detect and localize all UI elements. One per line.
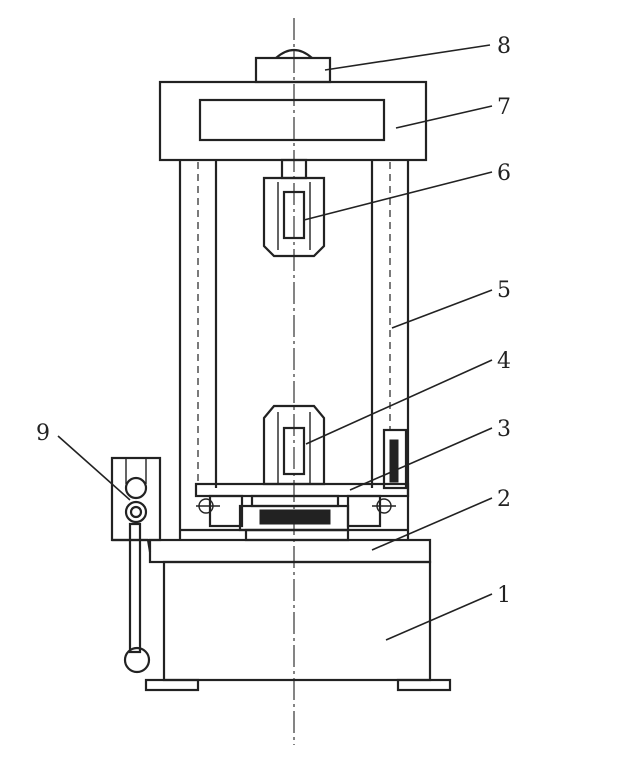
label-7: 7 — [497, 95, 511, 120]
label-6: 6 — [497, 161, 511, 186]
upper-crosshead — [158, 80, 428, 162]
label-3: 3 — [497, 417, 511, 442]
label-4: 4 — [497, 349, 511, 374]
label-1: 1 — [497, 583, 511, 608]
lower-crosshead — [180, 482, 410, 542]
label-5: 5 — [497, 278, 511, 303]
base-body — [144, 560, 452, 692]
column-right — [370, 160, 410, 540]
label-8: 8 — [497, 34, 511, 59]
leader-lines — [57, 44, 493, 641]
column-left — [178, 160, 218, 540]
label-9: 9 — [36, 421, 50, 446]
top-cap — [254, 48, 332, 84]
control-valve — [110, 456, 162, 674]
label-2: 2 — [497, 487, 511, 512]
scale-indicator — [382, 428, 408, 490]
upper-clamp — [262, 158, 326, 258]
